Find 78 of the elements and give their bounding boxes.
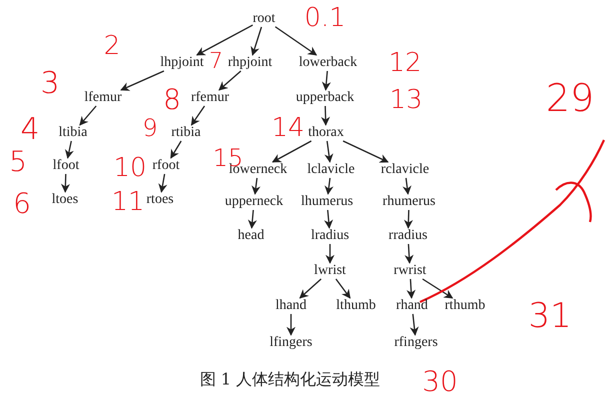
arrow (404, 210, 414, 229)
arrow (402, 178, 412, 195)
arrow (322, 70, 331, 91)
arrow (120, 70, 164, 91)
node-label: lhpjoint (160, 55, 204, 71)
handwritten-number: 30 (422, 368, 458, 396)
node-label: lwrist (314, 263, 346, 279)
arrow (342, 140, 389, 163)
arrow (404, 244, 414, 264)
handwritten-number: 3 (40, 69, 60, 99)
handwritten-number: 0.1 (304, 5, 346, 31)
node-label: lclavicle (307, 162, 355, 178)
arrow (190, 106, 206, 126)
arrow (248, 210, 257, 229)
arrow (272, 140, 312, 163)
node-label: lthumb (336, 298, 376, 314)
node-label: rclavicle (380, 162, 430, 178)
handwritten-number: 31 (528, 299, 572, 333)
arrow (79, 106, 97, 126)
arrow (274, 26, 318, 56)
arrow (321, 106, 330, 126)
arrow (325, 244, 335, 264)
handwritten-number: 14 (271, 115, 305, 141)
arrow (406, 278, 416, 299)
arrow (60, 174, 70, 193)
arrow (64, 140, 74, 159)
node-label: rradius (388, 228, 428, 244)
node-label: lfingers (270, 335, 312, 351)
arrow (252, 178, 261, 195)
arrow (335, 278, 351, 299)
handwritten-number: 12 (388, 50, 422, 76)
node-label: lhand (275, 298, 307, 314)
handwritten-number: 29 (546, 79, 594, 117)
node-label: upperneck (224, 194, 284, 210)
arrow (286, 314, 296, 336)
arrow (196, 24, 254, 56)
node-label: root (252, 11, 276, 27)
node-label: rhumerus (382, 194, 436, 210)
arrow (250, 26, 262, 56)
node-label: rtoes (146, 192, 174, 208)
handwritten-number: 9 (142, 116, 158, 140)
node-label: lowerback (298, 55, 358, 71)
node-label: ltibia (58, 125, 88, 141)
arrow (410, 314, 419, 336)
node-label: ltoes (52, 192, 78, 208)
arrow (170, 140, 182, 159)
arrow (218, 70, 242, 91)
node-label: head (238, 228, 264, 244)
node-label: rhpjoint (228, 55, 272, 71)
arrow (422, 278, 454, 299)
node-label: rfingers (394, 335, 438, 351)
node-label: rwrist (394, 263, 426, 279)
arrow (324, 210, 334, 229)
node-label: lradius (310, 228, 350, 244)
handwritten-number: 5 (9, 148, 27, 176)
node-label: lhumerus (300, 194, 354, 210)
handwritten-number: 4 (20, 115, 40, 145)
handwritten-number: 2 (104, 33, 120, 59)
figure-caption: 图 1 人体结构化运动模型 (200, 370, 380, 390)
handwritten-number: 10 (113, 155, 147, 181)
node-label: lfoot (52, 158, 80, 174)
node-label: rtibia (171, 125, 201, 141)
node-label: upperback (296, 90, 354, 106)
handwritten-number: 8 (163, 86, 181, 114)
handwritten-number: 11 (111, 189, 145, 215)
arrow (324, 140, 334, 163)
node-label: rfemur (190, 90, 230, 106)
arrow (324, 178, 334, 195)
node-label: rhand (396, 298, 428, 314)
node-label: rthumb (444, 298, 486, 314)
arrow (299, 278, 322, 299)
arrow (158, 174, 168, 193)
node-label: thorax (308, 125, 344, 141)
node-label: rfoot (152, 158, 180, 174)
handwritten-number: 13 (389, 87, 423, 113)
node-label: lfemur (84, 90, 122, 106)
handwritten-number: 7 (209, 51, 223, 73)
handwritten-number: 6 (13, 190, 31, 218)
